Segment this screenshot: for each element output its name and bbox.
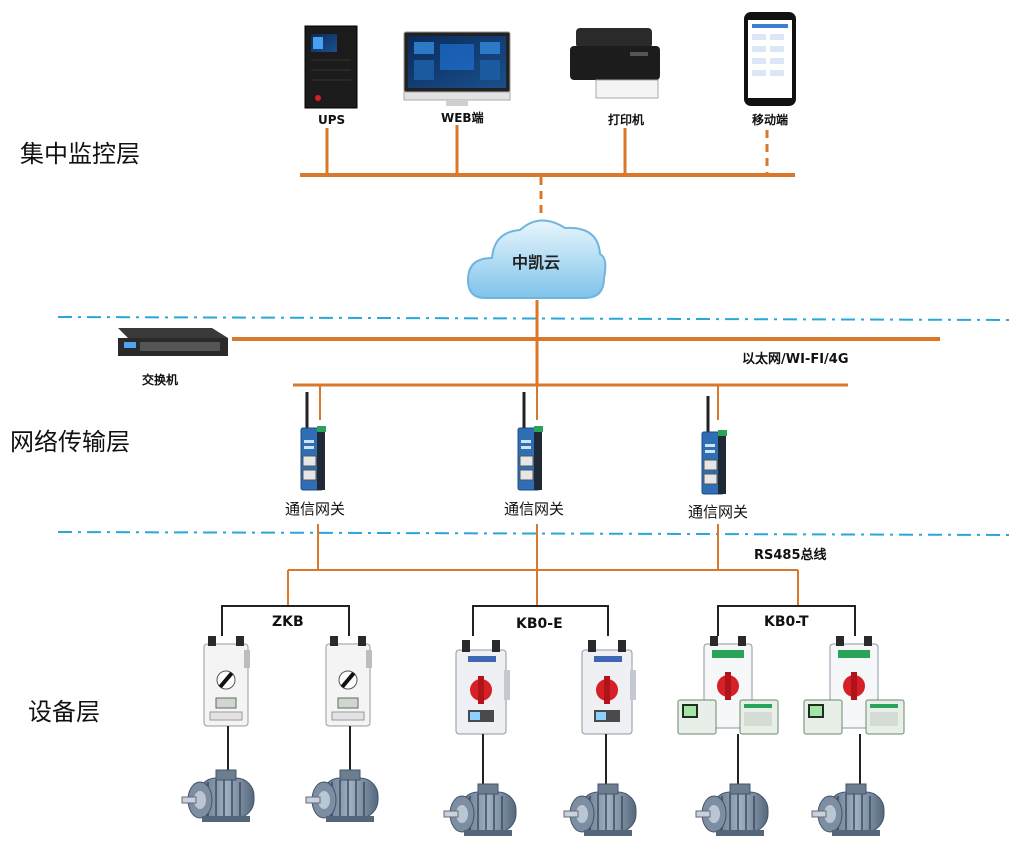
motor-4-icon — [563, 783, 637, 837]
layer-divider-bottom — [57, 531, 1013, 536]
gateway-3-icon — [700, 394, 729, 496]
zkb-controller-1 — [203, 635, 251, 727]
central-layer-label: 集中监控层 — [20, 140, 140, 168]
kb0e-controller-1 — [455, 639, 511, 735]
group-kb0t-label: KB0-T — [764, 614, 809, 630]
rs485-bus — [287, 524, 799, 606]
network-switch-icon — [118, 328, 228, 356]
gateway-3-label: 通信网关 — [688, 503, 748, 521]
motor-5-icon — [695, 783, 769, 837]
cloud-icon — [466, 219, 607, 299]
gateway-2-label: 通信网关 — [504, 500, 564, 518]
device-layer-label: 设备层 — [28, 698, 100, 726]
ups-label: UPS — [318, 113, 345, 127]
motor-3-icon — [443, 783, 517, 837]
motor-1-icon — [181, 769, 255, 823]
web-monitor-icon — [403, 31, 511, 106]
motor-6-icon — [811, 783, 885, 837]
monitoring-bus — [300, 125, 795, 215]
ethernet-label: 以太网/WI-FI/4G — [742, 351, 849, 367]
switch-label: 交换机 — [142, 372, 178, 387]
rs485-label: RS485总线 — [754, 547, 827, 563]
printer-icon — [570, 28, 660, 99]
motor-cables — [227, 726, 861, 786]
group-kb0e-label: KB0-E — [516, 616, 563, 632]
network-layer-label: 网络传输层 — [10, 428, 130, 456]
web-label: WEB端 — [441, 110, 484, 125]
motor-2-icon — [305, 769, 379, 823]
mobile-phone-icon — [744, 12, 796, 106]
mobile-label: 移动端 — [752, 112, 788, 127]
printer-label: 打印机 — [608, 112, 644, 127]
group-zkb-label: ZKB — [272, 614, 304, 630]
zkb-controller-2 — [325, 635, 373, 727]
gateway-1-icon — [299, 390, 328, 492]
kb0e-controller-2 — [581, 639, 637, 735]
kb0t-controller-1 — [677, 635, 779, 735]
gateway-bus — [293, 383, 848, 420]
cloud-label: 中凯云 — [512, 253, 560, 272]
group-brackets — [221, 605, 856, 636]
layer-divider-top — [57, 316, 1013, 321]
ups-icon — [304, 25, 358, 109]
gateway-1-label: 通信网关 — [285, 500, 345, 518]
gateway-2-icon — [516, 390, 545, 492]
kb0t-controller-2 — [803, 635, 905, 735]
